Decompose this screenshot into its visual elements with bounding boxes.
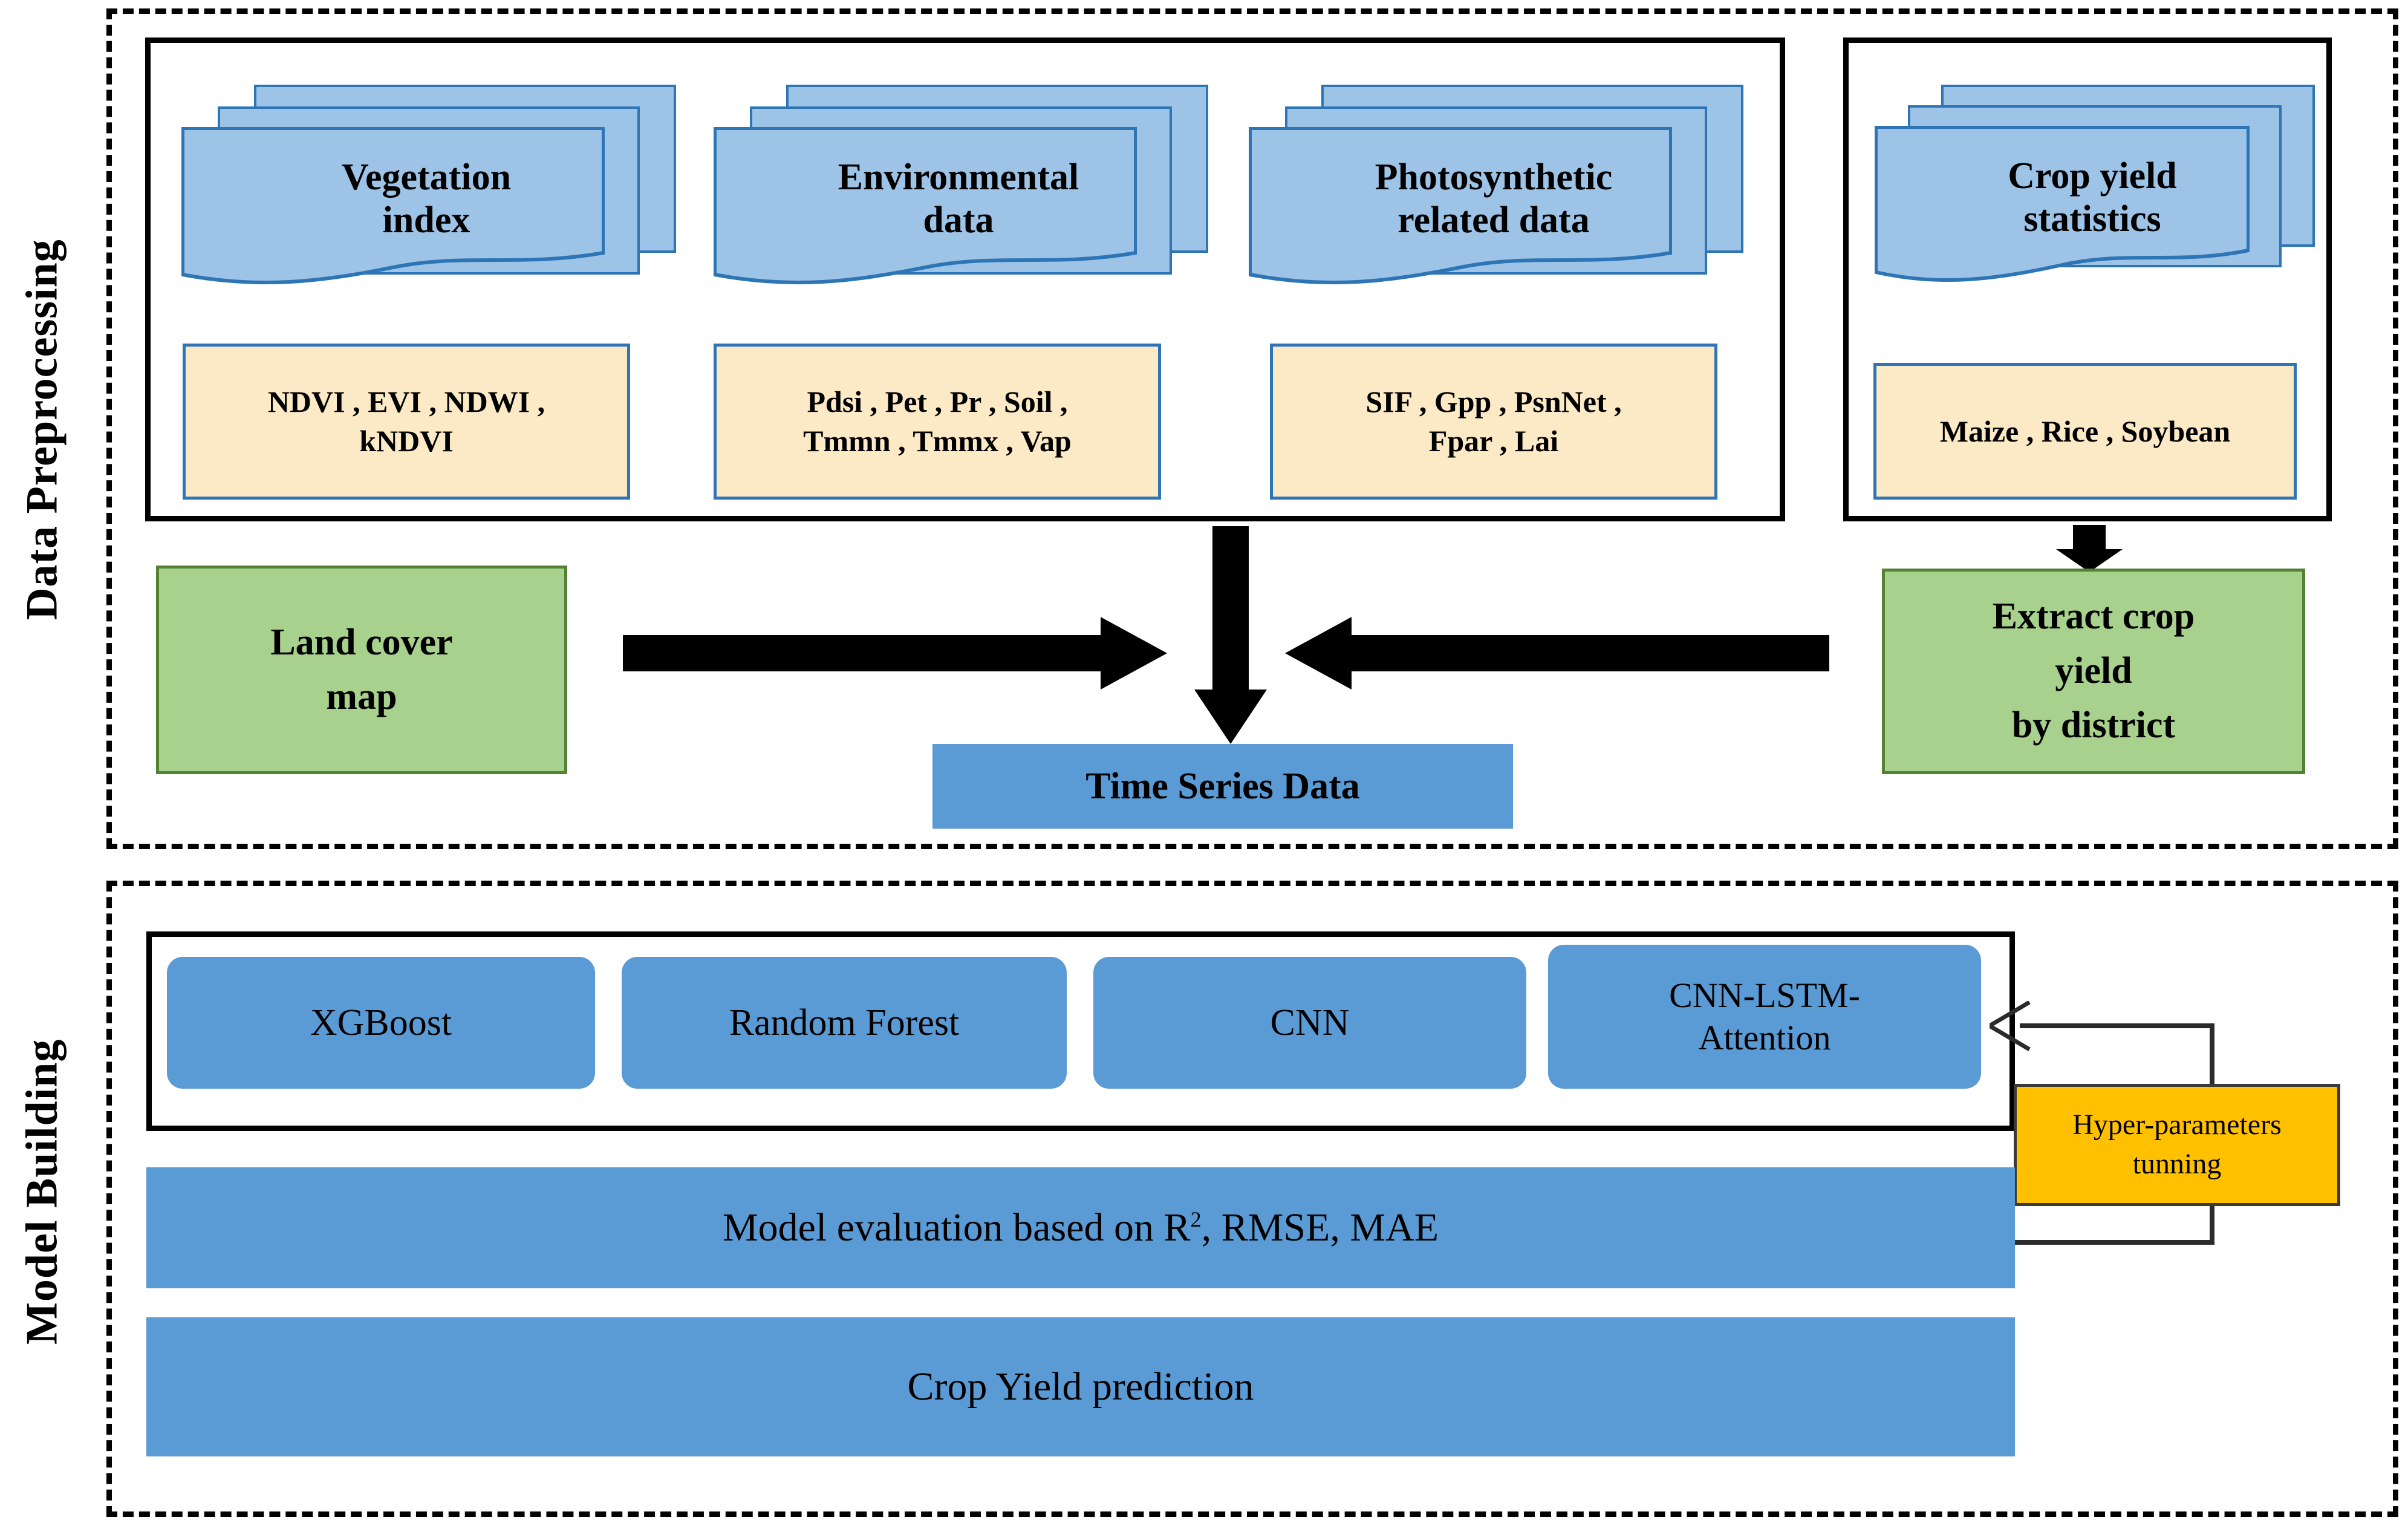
variable-card-photosynthetic-data[interactable]: SIF , Gpp , PsnNet , Fpar , Lai	[1270, 344, 1717, 500]
variable-line-2: Tmmn , Tmmx , Vap	[803, 424, 1072, 458]
crop-yield-prediction-box[interactable]: Crop Yield prediction	[146, 1317, 2015, 1456]
evaluation-suffix: , RMSE, MAE	[1201, 1205, 1439, 1250]
variable-line-1: Pdsi , Pet , Pr , Soil ,	[807, 385, 1068, 419]
data-source-card-crop-yield-statistics[interactable]: Crop yield statistics	[1875, 85, 2315, 290]
evaluation-superscript: 2	[1190, 1207, 1202, 1232]
data-preprocessing-frame	[106, 8, 2398, 849]
data-source-card-vegetation-index[interactable]: Vegetation index	[181, 85, 676, 290]
section-label-data-preprocessing: Data Preprocessing	[17, 239, 67, 620]
variable-line-2: kNDVI	[359, 424, 454, 458]
arrow-land-cover-to-time-series	[623, 617, 1167, 690]
doc-sheet-front	[1875, 126, 2250, 290]
land-cover-map-box[interactable]: Land cover map	[156, 566, 567, 774]
doc-sheet-front	[714, 127, 1137, 290]
section-label-model-building: Model Building	[17, 1039, 67, 1345]
variable-card-vegetation-index[interactable]: NDVI , EVI , NDWI , kNDVI	[183, 344, 630, 500]
variable-line-1: Maize , Rice , Soybean	[1939, 414, 2231, 448]
land-cover-line-2: map	[326, 676, 397, 717]
extract-line-3: by district	[2011, 704, 2176, 746]
time-series-data-box[interactable]: Time Series Data	[932, 744, 1513, 829]
model-building-frame	[106, 881, 2398, 1517]
model-evaluation-box[interactable]: Model evaluation based on R2, RMSE, MAE	[146, 1167, 2015, 1288]
variable-line-2: Fpar , Lai	[1428, 424, 1559, 458]
variable-card-environmental-data[interactable]: Pdsi , Pet , Pr , Soil , Tmmn , Tmmx , V…	[714, 344, 1161, 500]
feedback-loop-arrowhead-icon	[1990, 1001, 2032, 1052]
model-box-cnn[interactable]: CNN	[1093, 957, 1526, 1089]
variable-line-1: SIF , Gpp , PsnNet ,	[1365, 385, 1622, 419]
model-box-random-forest[interactable]: Random Forest	[622, 957, 1067, 1089]
extract-crop-yield-box[interactable]: Extract crop yield by district	[1882, 569, 2305, 774]
variable-line-1: NDVI , EVI , NDWI ,	[267, 385, 545, 419]
arrow-extract-yield-to-time-series	[1285, 617, 1829, 690]
model-box-cnn-lstm-attention[interactable]: CNN-LSTM- Attention	[1548, 945, 1981, 1089]
extract-line-2: yield	[2055, 650, 2132, 692]
extract-line-1: Extract crop	[1992, 596, 2195, 637]
model-label-line-1: CNN-LSTM-	[1669, 976, 1860, 1016]
data-source-card-environmental-data[interactable]: Environmental data	[714, 85, 1208, 290]
arrow-sources-to-time-series	[1194, 526, 1267, 744]
evaluation-prefix: Model evaluation based on R	[722, 1205, 1191, 1250]
model-label-line-2: Attention	[1698, 1018, 1831, 1057]
variable-card-crop-yield[interactable]: Maize , Rice , Soybean	[1873, 363, 2297, 500]
doc-sheet-front	[181, 127, 605, 290]
land-cover-line-1: Land cover	[270, 621, 453, 663]
tuning-line-1: Hyper-parameters	[2072, 1109, 2282, 1141]
tuning-line-2: tunning	[2132, 1148, 2222, 1180]
doc-sheet-front	[1249, 127, 1672, 290]
model-box-xgboost[interactable]: XGBoost	[167, 957, 595, 1089]
feedback-loop-line-bottom	[2015, 1240, 2214, 1245]
feedback-loop-line-top	[2020, 1023, 2214, 1028]
model-evaluation-label: Model evaluation based on R2, RMSE, MAE	[723, 1204, 1439, 1251]
arrow-crop-stats-to-extract	[2056, 525, 2123, 572]
data-source-card-photosynthetic-data[interactable]: Photosynthetic related data	[1249, 85, 1743, 290]
hyper-parameters-tuning-box[interactable]: Hyper-parameters tunning	[2014, 1084, 2340, 1206]
